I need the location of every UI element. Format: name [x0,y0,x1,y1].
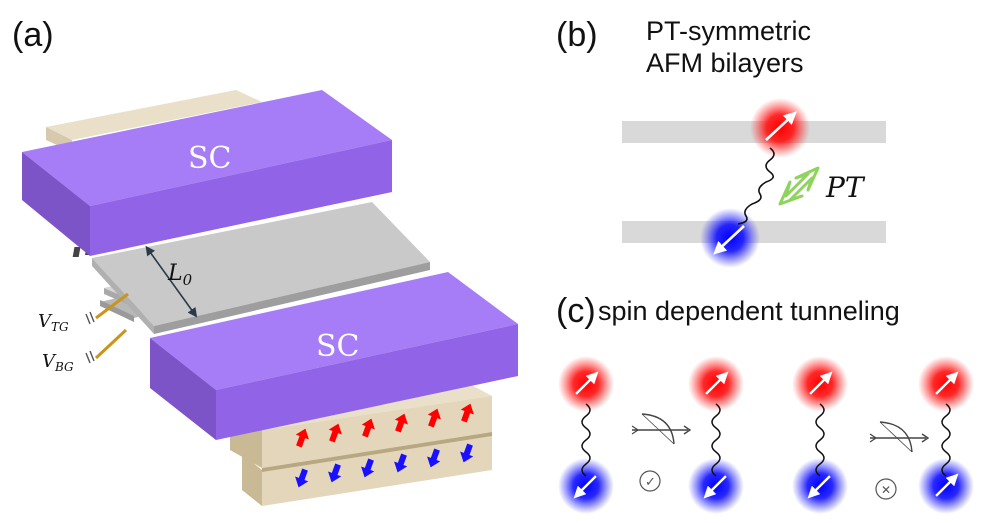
spin-down-arrow [573,475,597,499]
spin-up-arrow [809,371,833,395]
bow-arrow-icon-forbidden [869,421,930,453]
spin-down-arrow-3 [394,453,408,473]
tunneling-wave [711,403,721,477]
sc-bottom-label: SC [316,329,360,364]
pt-pair-b [700,98,810,268]
tunneling-pairs [558,356,974,514]
vtg-label: VTG [38,311,69,334]
spin-up-arrow [705,371,729,395]
top-gate-lead [95,292,129,320]
spin-up-arrow-5 [460,403,474,423]
panel-c-title: spin dependent tunneling [598,296,900,326]
voltage-source-icons [85,311,95,364]
spin-down-arrow-5 [460,443,474,463]
spin-down-arrow [713,225,745,255]
tunneling-pair-1 [688,356,744,514]
forbidden-mark-icon [875,478,897,500]
panel-label-a: (a) [12,16,54,54]
superconductor-top: SC [22,90,392,256]
device-schematic: L0 VTG VBG SC [22,90,518,506]
tunneling-pair-2 [792,356,848,514]
pt-label: PT [825,171,866,204]
spin-up-moments [295,403,474,448]
pt-double-arrow-icon [778,166,820,206]
sc-top-label: SC [188,141,232,176]
panel-label-b: (b) [556,16,598,54]
spin-down-arrow-2 [361,458,375,478]
superconductor-bottom: SC [150,272,518,440]
spin-up-arrow-0 [295,428,309,448]
tunneling-wave [581,403,591,477]
channel-sheet-edge [154,262,430,334]
spin-down-arrow-0 [295,468,309,488]
length-dimension-arrow [145,245,198,318]
spin-up-arrow [765,111,797,141]
allowed-mark-icon [639,470,661,492]
tunneling-pair-3 [918,356,974,514]
spin-up-arrow-1 [328,423,342,443]
bottom-gate-lead [94,328,128,360]
spin-up-arrow-3 [394,413,408,433]
allowed-mark: ✓ [645,475,656,490]
tunneling-pair-0 [558,356,614,514]
spin-up-arrow [935,371,959,395]
spin-up-arrow-2 [361,418,375,438]
substrate-top-face [46,90,262,140]
length-label: L0 [167,261,193,289]
tunneling-wave [941,403,951,477]
vbg-label: VBG [42,351,74,374]
spin-down-arrow [935,473,959,497]
tunneling-wave [815,403,825,477]
spin-down-arrow-1 [328,463,342,483]
forbidden-mark: ✕ [881,483,891,497]
spin-down-arrow [703,475,727,499]
spin-up-arrow [575,371,599,395]
panel-label-c: (c) [556,292,596,330]
spin-down-arrow [807,475,831,499]
panel-b-title-line1: PT-symmetric [646,16,811,46]
spin-up-arrow-4 [427,408,441,428]
bow-arrow-icon-allowed [631,413,692,445]
spin-down-moments [295,443,474,488]
tunneling-wave [737,147,775,225]
spin-down-arrow-4 [427,448,441,468]
panel-b-title-line2: AFM bilayers [646,48,804,78]
